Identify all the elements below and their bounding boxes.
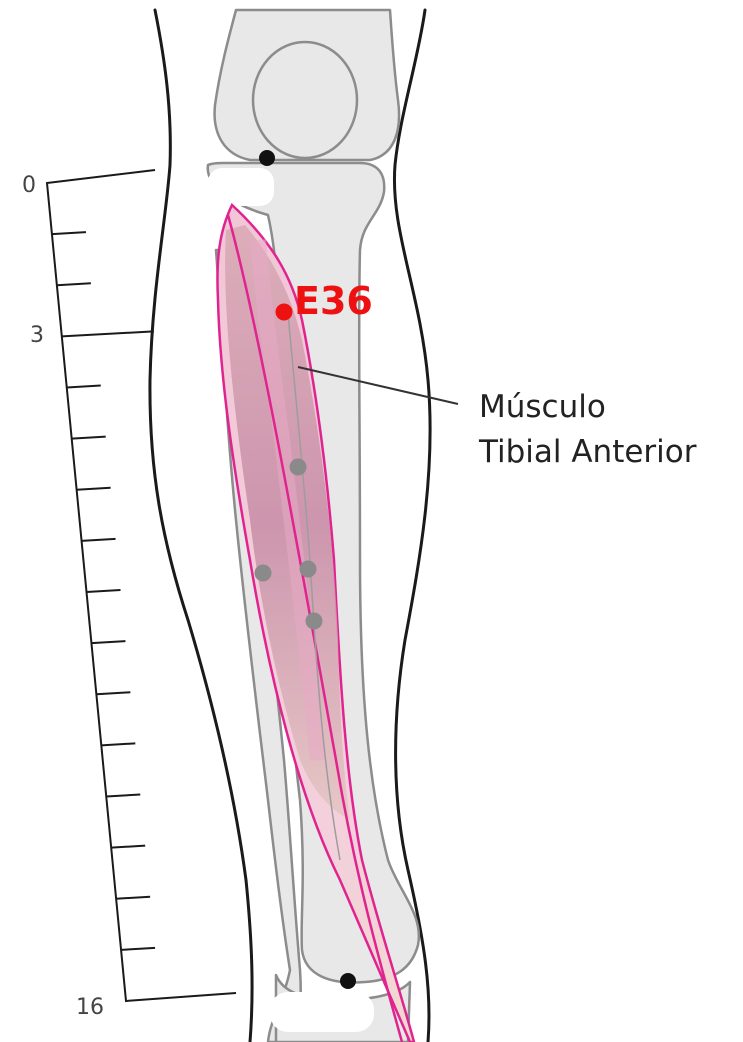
scale-tick: [111, 846, 145, 848]
secondary-point: [255, 565, 272, 582]
acupoint-e36-dot: [276, 304, 293, 321]
secondary-point: [290, 459, 307, 476]
scale-tick: [116, 897, 150, 899]
scale-tick: [101, 743, 135, 745]
scale-tick: [52, 232, 86, 234]
knee-landmark-point: [259, 150, 275, 166]
ankle-landmark-point: [340, 973, 356, 989]
secondary-point: [306, 613, 323, 630]
muscle-label-line2: Tibial Anterior: [478, 434, 697, 470]
scale-tick: [62, 331, 154, 336]
scale-label-16: 16: [76, 995, 104, 1020]
scale-label-0: 0: [22, 173, 36, 198]
scale-tick: [106, 795, 140, 797]
patella: [253, 42, 357, 158]
scale-tick: [82, 539, 116, 541]
scale-label-3: 3: [30, 323, 44, 348]
scale-tick: [57, 283, 91, 285]
scale-tick: [72, 437, 106, 439]
scale-ticks: [52, 232, 155, 950]
scale-tick: [77, 488, 111, 490]
secondary-point: [300, 561, 317, 578]
scale-tick: [121, 948, 155, 950]
knee-gap: [208, 168, 274, 206]
ankle-gap: [270, 992, 374, 1032]
scale-tick: [96, 692, 130, 694]
acupoint-e36-label: E36: [294, 279, 373, 323]
scale-tick: [67, 386, 101, 388]
scale-main-line: [47, 170, 236, 1001]
scale-tick: [91, 641, 125, 643]
muscle-label-line1: Músculo: [479, 389, 606, 425]
measurement-scale: [47, 170, 236, 1001]
scale-tick: [87, 590, 121, 592]
